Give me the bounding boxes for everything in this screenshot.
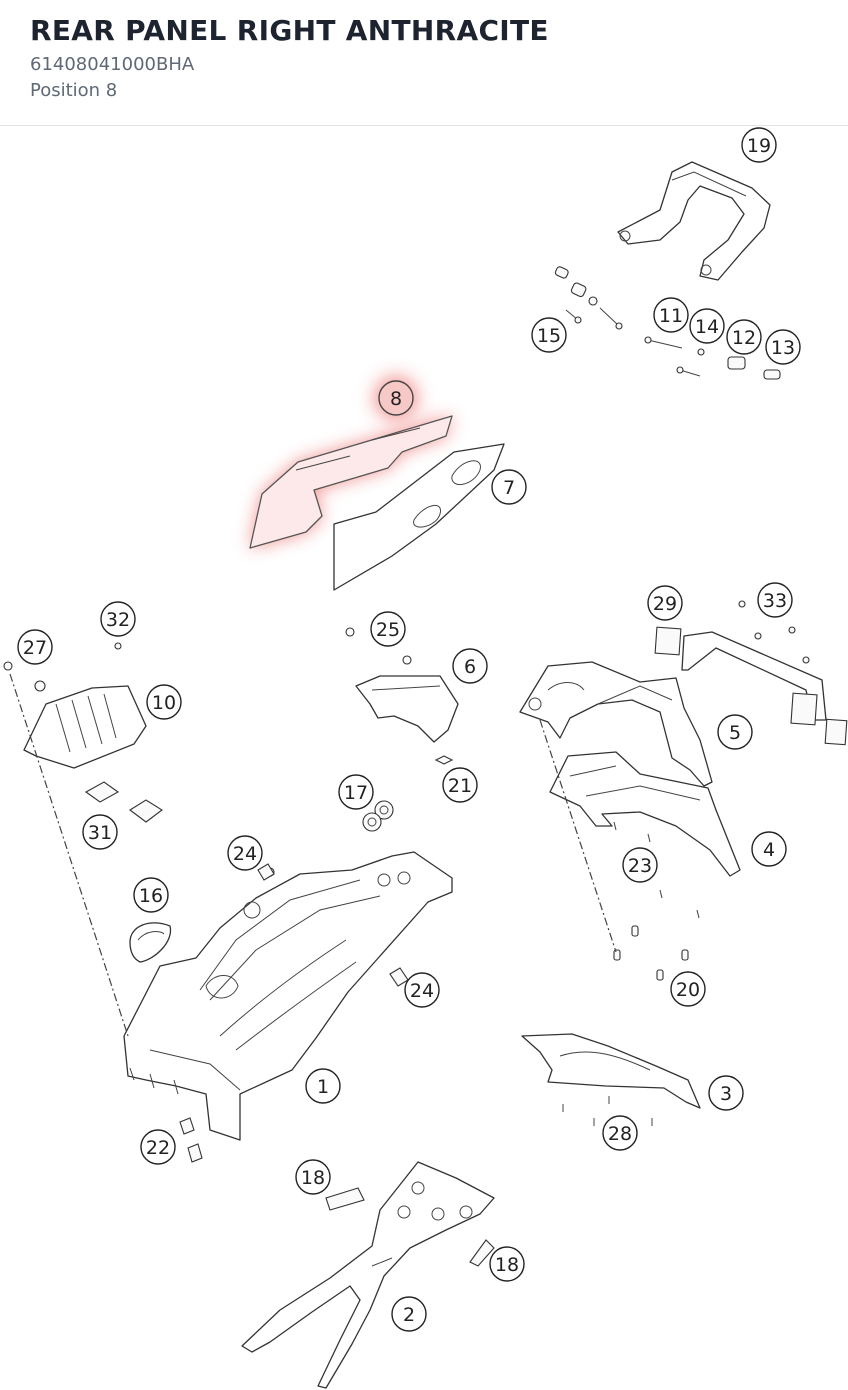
screws-20-23 bbox=[613, 821, 700, 981]
svg-text:24: 24 bbox=[233, 843, 257, 865]
svg-text:32: 32 bbox=[106, 609, 130, 631]
svg-text:21: 21 bbox=[448, 775, 472, 797]
callout-14[interactable]: 14 bbox=[689, 308, 725, 344]
callout-5[interactable]: 5 bbox=[717, 714, 753, 750]
part-header: REAR PANEL RIGHT ANTHRACITE 61408041000B… bbox=[0, 0, 848, 126]
svg-text:20: 20 bbox=[676, 979, 700, 1001]
callout-28[interactable]: 28 bbox=[602, 1115, 638, 1151]
callout-15[interactable]: 15 bbox=[531, 317, 567, 353]
part-1-rear-frame-cover[interactable] bbox=[123, 851, 453, 1141]
svg-text:11: 11 bbox=[659, 305, 683, 327]
svg-text:33: 33 bbox=[763, 590, 787, 612]
callout-21[interactable]: 21 bbox=[442, 767, 478, 803]
svg-text:6: 6 bbox=[464, 656, 476, 678]
callout-6[interactable]: 6 bbox=[452, 648, 488, 684]
svg-text:1: 1 bbox=[317, 1076, 329, 1098]
svg-text:15: 15 bbox=[537, 325, 561, 347]
svg-text:17: 17 bbox=[344, 782, 368, 804]
hardware-group-11-15 bbox=[554, 266, 781, 380]
part-6-cover[interactable] bbox=[345, 627, 459, 765]
exploded-parts-diagram: 1 2 3 4 5 6 7 8 bbox=[0, 127, 848, 1390]
svg-text:28: 28 bbox=[608, 1123, 632, 1145]
diagram-svg: 1 2 3 4 5 6 7 8 bbox=[3, 127, 848, 1389]
svg-text:23: 23 bbox=[628, 855, 652, 877]
callout-33[interactable]: 33 bbox=[757, 582, 793, 618]
svg-text:12: 12 bbox=[732, 327, 756, 349]
callout-23[interactable]: 23 bbox=[622, 847, 658, 883]
svg-text:14: 14 bbox=[695, 316, 719, 338]
callout-27[interactable]: 27 bbox=[17, 629, 53, 665]
svg-text:2: 2 bbox=[403, 1304, 415, 1326]
callout-24-lower[interactable]: 24 bbox=[404, 972, 440, 1008]
svg-text:7: 7 bbox=[503, 477, 515, 499]
callout-32[interactable]: 32 bbox=[100, 601, 136, 637]
callout-1[interactable]: 1 bbox=[305, 1068, 341, 1104]
callout-18-upper[interactable]: 18 bbox=[295, 1159, 331, 1195]
callout-24-upper[interactable]: 24 bbox=[227, 835, 263, 871]
callout-12[interactable]: 12 bbox=[726, 319, 762, 355]
svg-text:5: 5 bbox=[729, 722, 741, 744]
part-3-tail-cover[interactable] bbox=[521, 1033, 701, 1126]
part-5-rear-mudguard[interactable] bbox=[519, 661, 713, 787]
callout-19[interactable]: 19 bbox=[741, 127, 777, 163]
part-7-side-cover[interactable] bbox=[333, 443, 505, 591]
part-number: 61408041000BHA bbox=[30, 54, 195, 75]
svg-text:18: 18 bbox=[495, 1254, 519, 1276]
callout-2[interactable]: 2 bbox=[391, 1296, 427, 1332]
callout-31[interactable]: 31 bbox=[82, 814, 118, 850]
pads-24 bbox=[257, 863, 409, 987]
callout-20[interactable]: 20 bbox=[670, 971, 706, 1007]
callout-3[interactable]: 3 bbox=[708, 1075, 744, 1111]
callout-4[interactable]: 4 bbox=[751, 831, 787, 867]
part-22-clips bbox=[179, 1117, 203, 1163]
svg-text:29: 29 bbox=[653, 593, 677, 615]
part-2-undertray[interactable] bbox=[241, 1161, 495, 1389]
svg-text:24: 24 bbox=[410, 980, 434, 1002]
svg-text:31: 31 bbox=[88, 822, 112, 844]
callout-8-highlighted[interactable]: 8 bbox=[374, 376, 418, 420]
callout-29[interactable]: 29 bbox=[647, 585, 683, 621]
part-16-gasket[interactable] bbox=[129, 922, 172, 963]
svg-text:4: 4 bbox=[763, 839, 775, 861]
alignment-lines bbox=[9, 673, 617, 1037]
svg-text:8: 8 bbox=[390, 388, 402, 410]
svg-text:13: 13 bbox=[771, 337, 795, 359]
callout-13[interactable]: 13 bbox=[765, 329, 801, 365]
callout-10[interactable]: 10 bbox=[146, 684, 182, 720]
part-4-license-bracket[interactable] bbox=[549, 751, 741, 877]
part-29-33-plate-holder[interactable] bbox=[654, 600, 848, 746]
part-19-grab-handle[interactable] bbox=[617, 161, 771, 281]
callout-11[interactable]: 11 bbox=[653, 297, 689, 333]
svg-text:3: 3 bbox=[720, 1083, 732, 1105]
svg-text:25: 25 bbox=[376, 619, 400, 641]
callout-16[interactable]: 16 bbox=[133, 877, 169, 913]
svg-text:10: 10 bbox=[152, 692, 176, 714]
callout-22[interactable]: 22 bbox=[140, 1129, 176, 1165]
part-10-bracket[interactable] bbox=[3, 661, 147, 769]
callout-7[interactable]: 7 bbox=[491, 469, 527, 505]
svg-text:16: 16 bbox=[139, 885, 163, 907]
svg-text:27: 27 bbox=[23, 637, 47, 659]
part-position: Position 8 bbox=[30, 80, 118, 101]
part-title: REAR PANEL RIGHT ANTHRACITE bbox=[30, 14, 549, 47]
callout-17[interactable]: 17 bbox=[338, 774, 374, 810]
svg-text:22: 22 bbox=[146, 1137, 170, 1159]
callout-25[interactable]: 25 bbox=[370, 611, 406, 647]
part-8-rear-panel-right[interactable] bbox=[249, 415, 453, 549]
pads-31 bbox=[84, 642, 163, 823]
part-18-pads[interactable] bbox=[325, 1187, 495, 1267]
svg-text:19: 19 bbox=[747, 135, 771, 157]
part-17-grommets[interactable] bbox=[362, 800, 394, 832]
callout-18-lower[interactable]: 18 bbox=[489, 1246, 525, 1282]
svg-text:18: 18 bbox=[301, 1167, 325, 1189]
